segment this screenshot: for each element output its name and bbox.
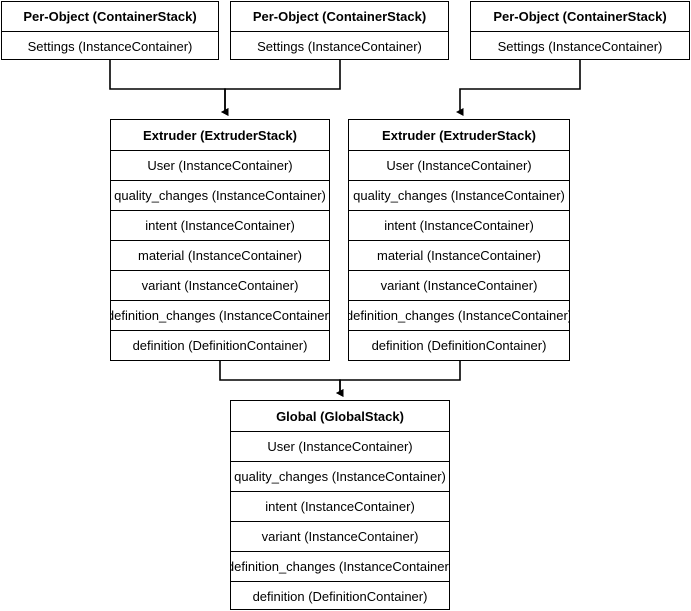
node-header-extruder-1: Extruder (ExtruderStack) xyxy=(143,127,297,143)
node-row[interactable]: definition (DefinitionContainer) xyxy=(349,330,569,360)
node-header-per-object-3: Per-Object (ContainerStack) xyxy=(493,9,667,24)
edge-per-object-3-to-extruder-2 xyxy=(456,60,581,116)
node-global[interactable]: Global (GlobalStack) User (InstanceContai… xyxy=(230,400,450,610)
node-row[interactable]: Settings (InstanceContainer) xyxy=(2,31,218,60)
node-header-extruder-2: Extruder (ExtruderStack) xyxy=(382,127,536,143)
edge-extruder-1-to-global xyxy=(219,361,344,397)
node-row[interactable]: User (InstanceContainer) xyxy=(231,431,449,461)
node-row[interactable]: intent (InstanceContainer) xyxy=(231,491,449,521)
edge-extruder-2-to-global xyxy=(336,361,461,397)
node-row[interactable]: intent (InstanceContainer) xyxy=(349,210,569,240)
node-row[interactable]: User (InstanceContainer) xyxy=(111,150,329,180)
node-per-object-2[interactable]: Per-Object (ContainerStack) Settings (Ins… xyxy=(230,1,449,60)
node-row[interactable]: definition_changes (InstanceContainer) xyxy=(111,300,329,330)
node-row[interactable]: variant (InstanceContainer) xyxy=(111,270,329,300)
node-row[interactable]: quality_changes (InstanceContainer) xyxy=(111,180,329,210)
node-row[interactable]: variant (InstanceContainer) xyxy=(349,270,569,300)
node-row[interactable]: definition (DefinitionContainer) xyxy=(111,330,329,360)
edge-per-object-1-to-extruder-1 xyxy=(109,60,229,116)
node-extruder-2[interactable]: Extruder (ExtruderStack) User (InstanceCo… xyxy=(348,119,570,361)
node-row[interactable]: intent (InstanceContainer) xyxy=(111,210,329,240)
node-row[interactable]: material (InstanceContainer) xyxy=(111,240,329,270)
node-row[interactable]: definition_changes (InstanceContainer) xyxy=(349,300,569,330)
edge-per-object-2-to-extruder-1 xyxy=(221,60,341,116)
node-row[interactable]: material (InstanceContainer) xyxy=(349,240,569,270)
node-row[interactable]: variant (InstanceContainer) xyxy=(231,521,449,551)
node-row[interactable]: Settings (InstanceContainer) xyxy=(471,31,689,60)
node-row[interactable]: definition_changes (InstanceContainer) xyxy=(231,551,449,581)
node-row[interactable]: quality_changes (InstanceContainer) xyxy=(349,180,569,210)
node-row[interactable]: User (InstanceContainer) xyxy=(349,150,569,180)
node-row[interactable]: definition (DefinitionContainer) xyxy=(231,581,449,611)
node-row[interactable]: Settings (InstanceContainer) xyxy=(231,31,448,60)
node-header-per-object-2: Per-Object (ContainerStack) xyxy=(252,9,427,24)
node-header-global: Global (GlobalStack) xyxy=(276,408,404,424)
node-header-per-object-1: Per-Object (ContainerStack) xyxy=(23,9,197,24)
node-per-object-1[interactable]: Per-Object (ContainerStack) Settings (Ins… xyxy=(1,1,219,60)
node-per-object-3[interactable]: Per-Object (ContainerStack) Settings (Ins… xyxy=(470,1,690,60)
node-extruder-1[interactable]: Extruder (ExtruderStack) User (InstanceCo… xyxy=(110,119,330,361)
node-row[interactable]: quality_changes (InstanceContainer) xyxy=(231,461,449,491)
